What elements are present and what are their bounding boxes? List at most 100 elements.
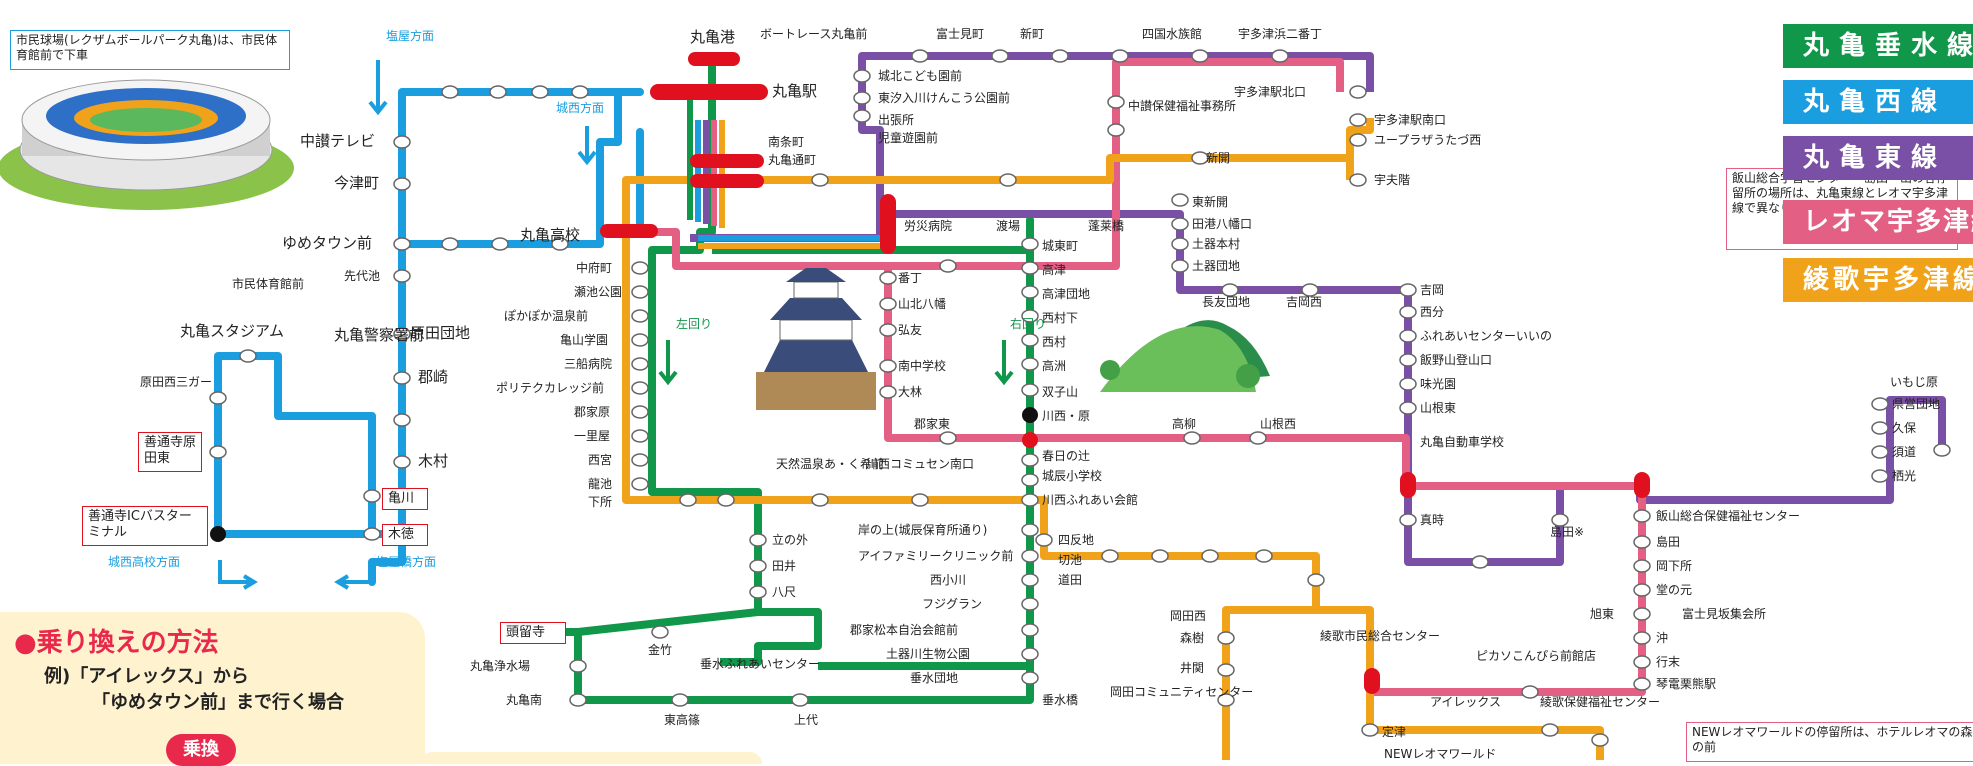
label-takasu: 高洲 [1042, 358, 1066, 373]
label-ide: 井関 [1180, 661, 1204, 675]
label-kubo: 久保 [1892, 421, 1916, 435]
label-seiko: 栖光 [1892, 468, 1916, 483]
label-shioya: 塩屋橋方面 [376, 554, 436, 569]
label-utazu-nicho: 宇多津浜二番丁 [1238, 27, 1322, 41]
label-marugame-koukou: 丸亀高校 [520, 226, 580, 244]
label-utazu-kita: 宇多津駅北口 [1234, 85, 1306, 99]
label-mamochi: 真時 [1420, 513, 1444, 527]
label-tokuse: 城西高校方面 [108, 554, 180, 569]
label-migi: 右回り [1010, 316, 1046, 331]
legend-blue: 丸亀西線 [1783, 80, 1973, 124]
direction-labels: 塩屋方面 城西方面 左回り 右回り [386, 28, 1046, 331]
label-ichi-hasuike: 市民体育館前 [232, 276, 304, 291]
label-yoshioka2: 吉岡西 [1286, 295, 1322, 309]
label-kotsu-danchi: 高津団地 [1042, 286, 1090, 301]
label-minamijo: 南条町 [768, 134, 804, 149]
label-fujimi: 富士見町 [936, 26, 984, 41]
label-ayauta-hoken: 綾歌保健福祉センター [1540, 694, 1660, 709]
label-nakafu: 中府町 [576, 260, 612, 275]
stop-labels: 丸亀港 丸亀駅 南条町 丸亀通町 ボートレース丸亀前 富士見町 新町 四国水族館… [108, 26, 1940, 761]
label-tatsunoto: 立の外 [772, 532, 808, 547]
label-keisatsu: 丸亀警察署前 [334, 326, 424, 344]
label-tarumi-fureai: 垂水ふれあいセンター [700, 657, 820, 671]
label-yukisue: 行末 [1656, 655, 1680, 669]
label-naruike: 龍池 [588, 476, 612, 491]
label-sudo: 須道 [1892, 445, 1916, 459]
label-marugame-sta: 丸亀駅 [772, 82, 817, 100]
label-kameyama-josuijo: 丸亀浄水場 [470, 659, 530, 673]
transfer-title: ●乗り換えの方法 [14, 628, 219, 658]
label-higashi-shinkai: 東新開 [1192, 194, 1228, 209]
label-jotatsu: 城辰小学校 [1042, 468, 1102, 483]
label-hashira: 八尺 [772, 585, 796, 599]
label-fureai-iino: ふれあいセンターいいの [1420, 329, 1552, 343]
label-dokigawa: 土器川生物公園 [886, 647, 970, 661]
label-jido: 児童遊園前 [878, 130, 938, 145]
label-futagoyama: 双子山 [1042, 385, 1078, 399]
label-jotomachi: 城東町 [1042, 239, 1078, 253]
label-oki: 沖 [1656, 631, 1668, 645]
label-shimada: 島田※ [1550, 524, 1584, 539]
label-nishikogawa: 西小川 [930, 573, 966, 587]
label-politech: ポリテクカレッジ前 [496, 380, 604, 395]
label-hourai: 蓬莱橋 [1088, 219, 1124, 233]
label-ayaka-center: 綾歌市民総合センター [1320, 628, 1440, 643]
label-shimada2: 島田 [1656, 534, 1680, 549]
label-josai-top: 城西方面 [556, 100, 604, 115]
legend-purple: 丸亀東線 [1783, 136, 1973, 180]
label-obayashi: 大林 [898, 385, 922, 399]
label-shioya-top: 塩屋方面 [386, 28, 434, 43]
label-utazu-ji: 宇夫階 [1374, 172, 1410, 187]
label-imazu: 今津町 [334, 174, 379, 192]
transfer-badge: 乗換 [166, 734, 236, 766]
label-takaike: 瀬池公園 [574, 285, 622, 299]
label-sansen: 三船病院 [564, 356, 612, 371]
label-tsuchi-danchi: 土器団地 [1192, 259, 1240, 273]
label-kameyama: 亀山学園 [560, 332, 608, 347]
label-okada-nishi: 岡田西 [1170, 609, 1206, 623]
label-nishimiya: 西宮 [588, 452, 612, 467]
transfer-example-1: 例)「アイレックス」から [44, 666, 249, 687]
label-asahi: 旭東 [1590, 607, 1614, 621]
label-morijiyo: 森樹 [1180, 630, 1204, 645]
label-chuo-hoken: 中讃保健福祉事務所 [1128, 98, 1236, 113]
label-imoji: いもじ原 [1890, 375, 1938, 389]
label-yamaneshita: 山根東 [1420, 401, 1456, 415]
label-boatrace: ボートレース丸亀前 [760, 26, 867, 41]
label-ichi-nobe: 一里屋 [574, 429, 610, 443]
label-kishinoue: 岸の上(城辰保育所通り) [858, 522, 987, 537]
label-sendaiji: 先代池 [344, 269, 380, 283]
junction-dot [210, 526, 226, 542]
label-kenei: 県営団地 [1892, 397, 1940, 411]
stop-box-kitoku: 木徳 [382, 524, 428, 546]
label-ailex: アイレックス [1430, 695, 1501, 709]
label-ochi: 郡崎 [418, 368, 448, 386]
label-marugame-stadium: 丸亀スタジアム [180, 322, 284, 340]
label-okada-comm: 岡田コミュニティセンター [1110, 685, 1253, 699]
stop-box-zentsuji-harada: 善通寺原田東 [138, 432, 202, 472]
label-hakunomoto: 堂の元 [1656, 583, 1692, 597]
legend-orange: 綾歌宇多津線 [1783, 258, 1973, 302]
label-kawanishi-fureai: 川西ふれあい会館 [1042, 492, 1138, 507]
label-higashitakashino: 東高篠 [664, 712, 700, 727]
label-shinma: 新町 [1020, 26, 1044, 41]
label-jokita: 城北こども園前 [878, 68, 962, 83]
label-marugame-minami: 丸亀南 [506, 692, 542, 707]
stop-marks [209, 49, 1951, 747]
label-kasuga: 春日の辻 [1042, 449, 1090, 463]
legend-green: 丸亀垂水線 [1783, 24, 1973, 68]
label-kimura: 木村 [418, 452, 448, 470]
line-bundle [687, 92, 880, 249]
label-kawanishi-comm: 川西コミュセン南口 [866, 456, 974, 471]
label-sannoku: 山北八幡 [898, 296, 946, 311]
label-kotsu: 高津 [1042, 262, 1066, 277]
stop-box-zentsuji-ic: 善通寺ICバスターミナル [82, 506, 208, 546]
label-shimosho: 下所 [588, 495, 612, 509]
junction-dot [1022, 432, 1038, 448]
label-nishibun: 西分 [1420, 305, 1444, 319]
label-yoshida: 吉岡 [1420, 283, 1444, 297]
stop-box-yumine: 頭留寺 [500, 622, 566, 644]
label-teizu: 定津 [1382, 724, 1406, 739]
label-doba: 渡場 [996, 218, 1020, 233]
